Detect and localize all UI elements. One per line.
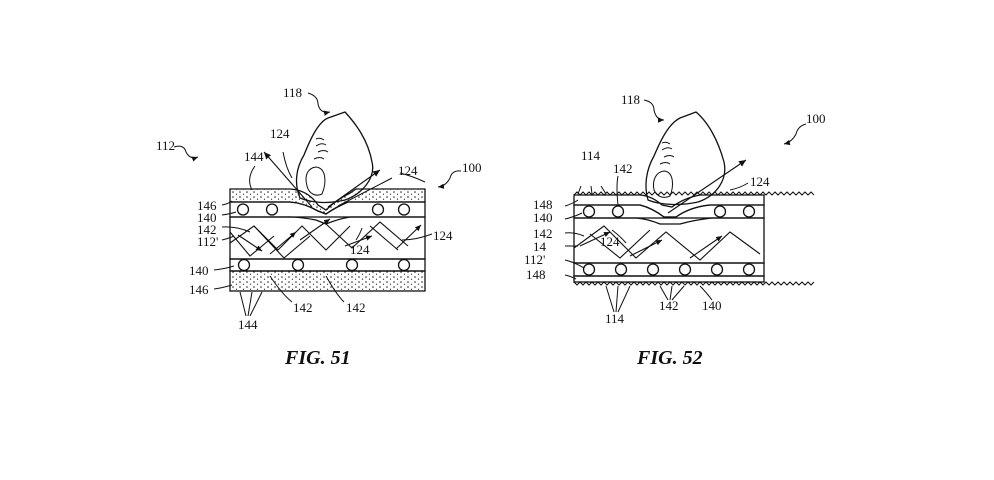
particle-layer [573,204,765,225]
label-100: 100 [806,111,826,126]
label-146-bottom: 146 [189,282,209,297]
fig51-labels: 112 118 100 124 124 124 124 144 146 140 … [156,85,482,332]
fig52-labels: 118 100 114 142 124 148 140 142 124 14 1… [524,92,826,326]
caption-fig-51: FIG. 51 [284,347,351,369]
label-140-bottom: 140 [702,298,722,313]
bottom-dotted-layer [229,270,426,292]
label-144-top: 144 [244,149,264,164]
bottom-textured-surface [573,281,815,286]
caption-fig-52: FIG. 52 [636,347,703,369]
label-100: 100 [462,160,482,175]
finger-graphic [645,111,726,206]
bottom-cladding-layer [229,258,426,272]
bottom-cladding-layer [573,275,765,283]
label-124-b: 124 [600,234,620,249]
label-112: 112 [156,138,175,153]
label-148-bottom: 148 [526,267,546,282]
label-142-bottom: 142 [659,298,679,313]
bottom-particles [582,263,756,276]
label-148-top: 148 [533,197,553,212]
label-124-b: 124 [398,163,418,178]
escaping-ray-right-2 [337,177,393,207]
label-124-d: 124 [350,242,370,257]
fig52-leaders [564,99,807,313]
label-142-top: 142 [613,161,633,176]
internal-light-rays [229,218,422,259]
label-112-prime: 112' [524,252,545,267]
internal-light-rays [573,225,761,261]
label-118: 118 [283,85,302,100]
top-particles [236,203,411,216]
label-14: 14 [533,239,547,254]
label-124-a: 124 [750,174,770,189]
fig51-leaders [173,92,462,317]
figure-52: 118 100 114 142 124 148 140 142 124 14 1… [524,92,826,369]
label-142-a: 142 [293,300,313,315]
label-142-left: 142 [197,222,217,237]
bottom-particles [237,258,411,272]
label-140-bottom: 140 [189,263,209,278]
label-114-top: 114 [581,148,601,163]
label-112-prime: 112' [197,234,218,249]
label-118: 118 [621,92,640,107]
label-142-b: 142 [346,300,366,315]
label-144-bottom: 144 [238,317,258,332]
label-114-bottom: 114 [605,311,625,326]
bottom-particle-layer [573,262,765,277]
label-124-c: 124 [433,228,453,243]
escaping-ray-left [263,151,313,208]
label-124-a: 124 [270,126,290,141]
label-146-top: 146 [197,198,217,213]
label-142-left: 142 [533,226,553,241]
label-140: 140 [533,210,553,225]
top-cladding-layer [573,194,765,218]
finger-graphic [295,111,374,204]
figure-51: 112 118 100 124 124 124 124 144 146 140 … [156,85,482,369]
label-140-top: 140 [197,210,217,225]
top-particles [582,205,756,218]
